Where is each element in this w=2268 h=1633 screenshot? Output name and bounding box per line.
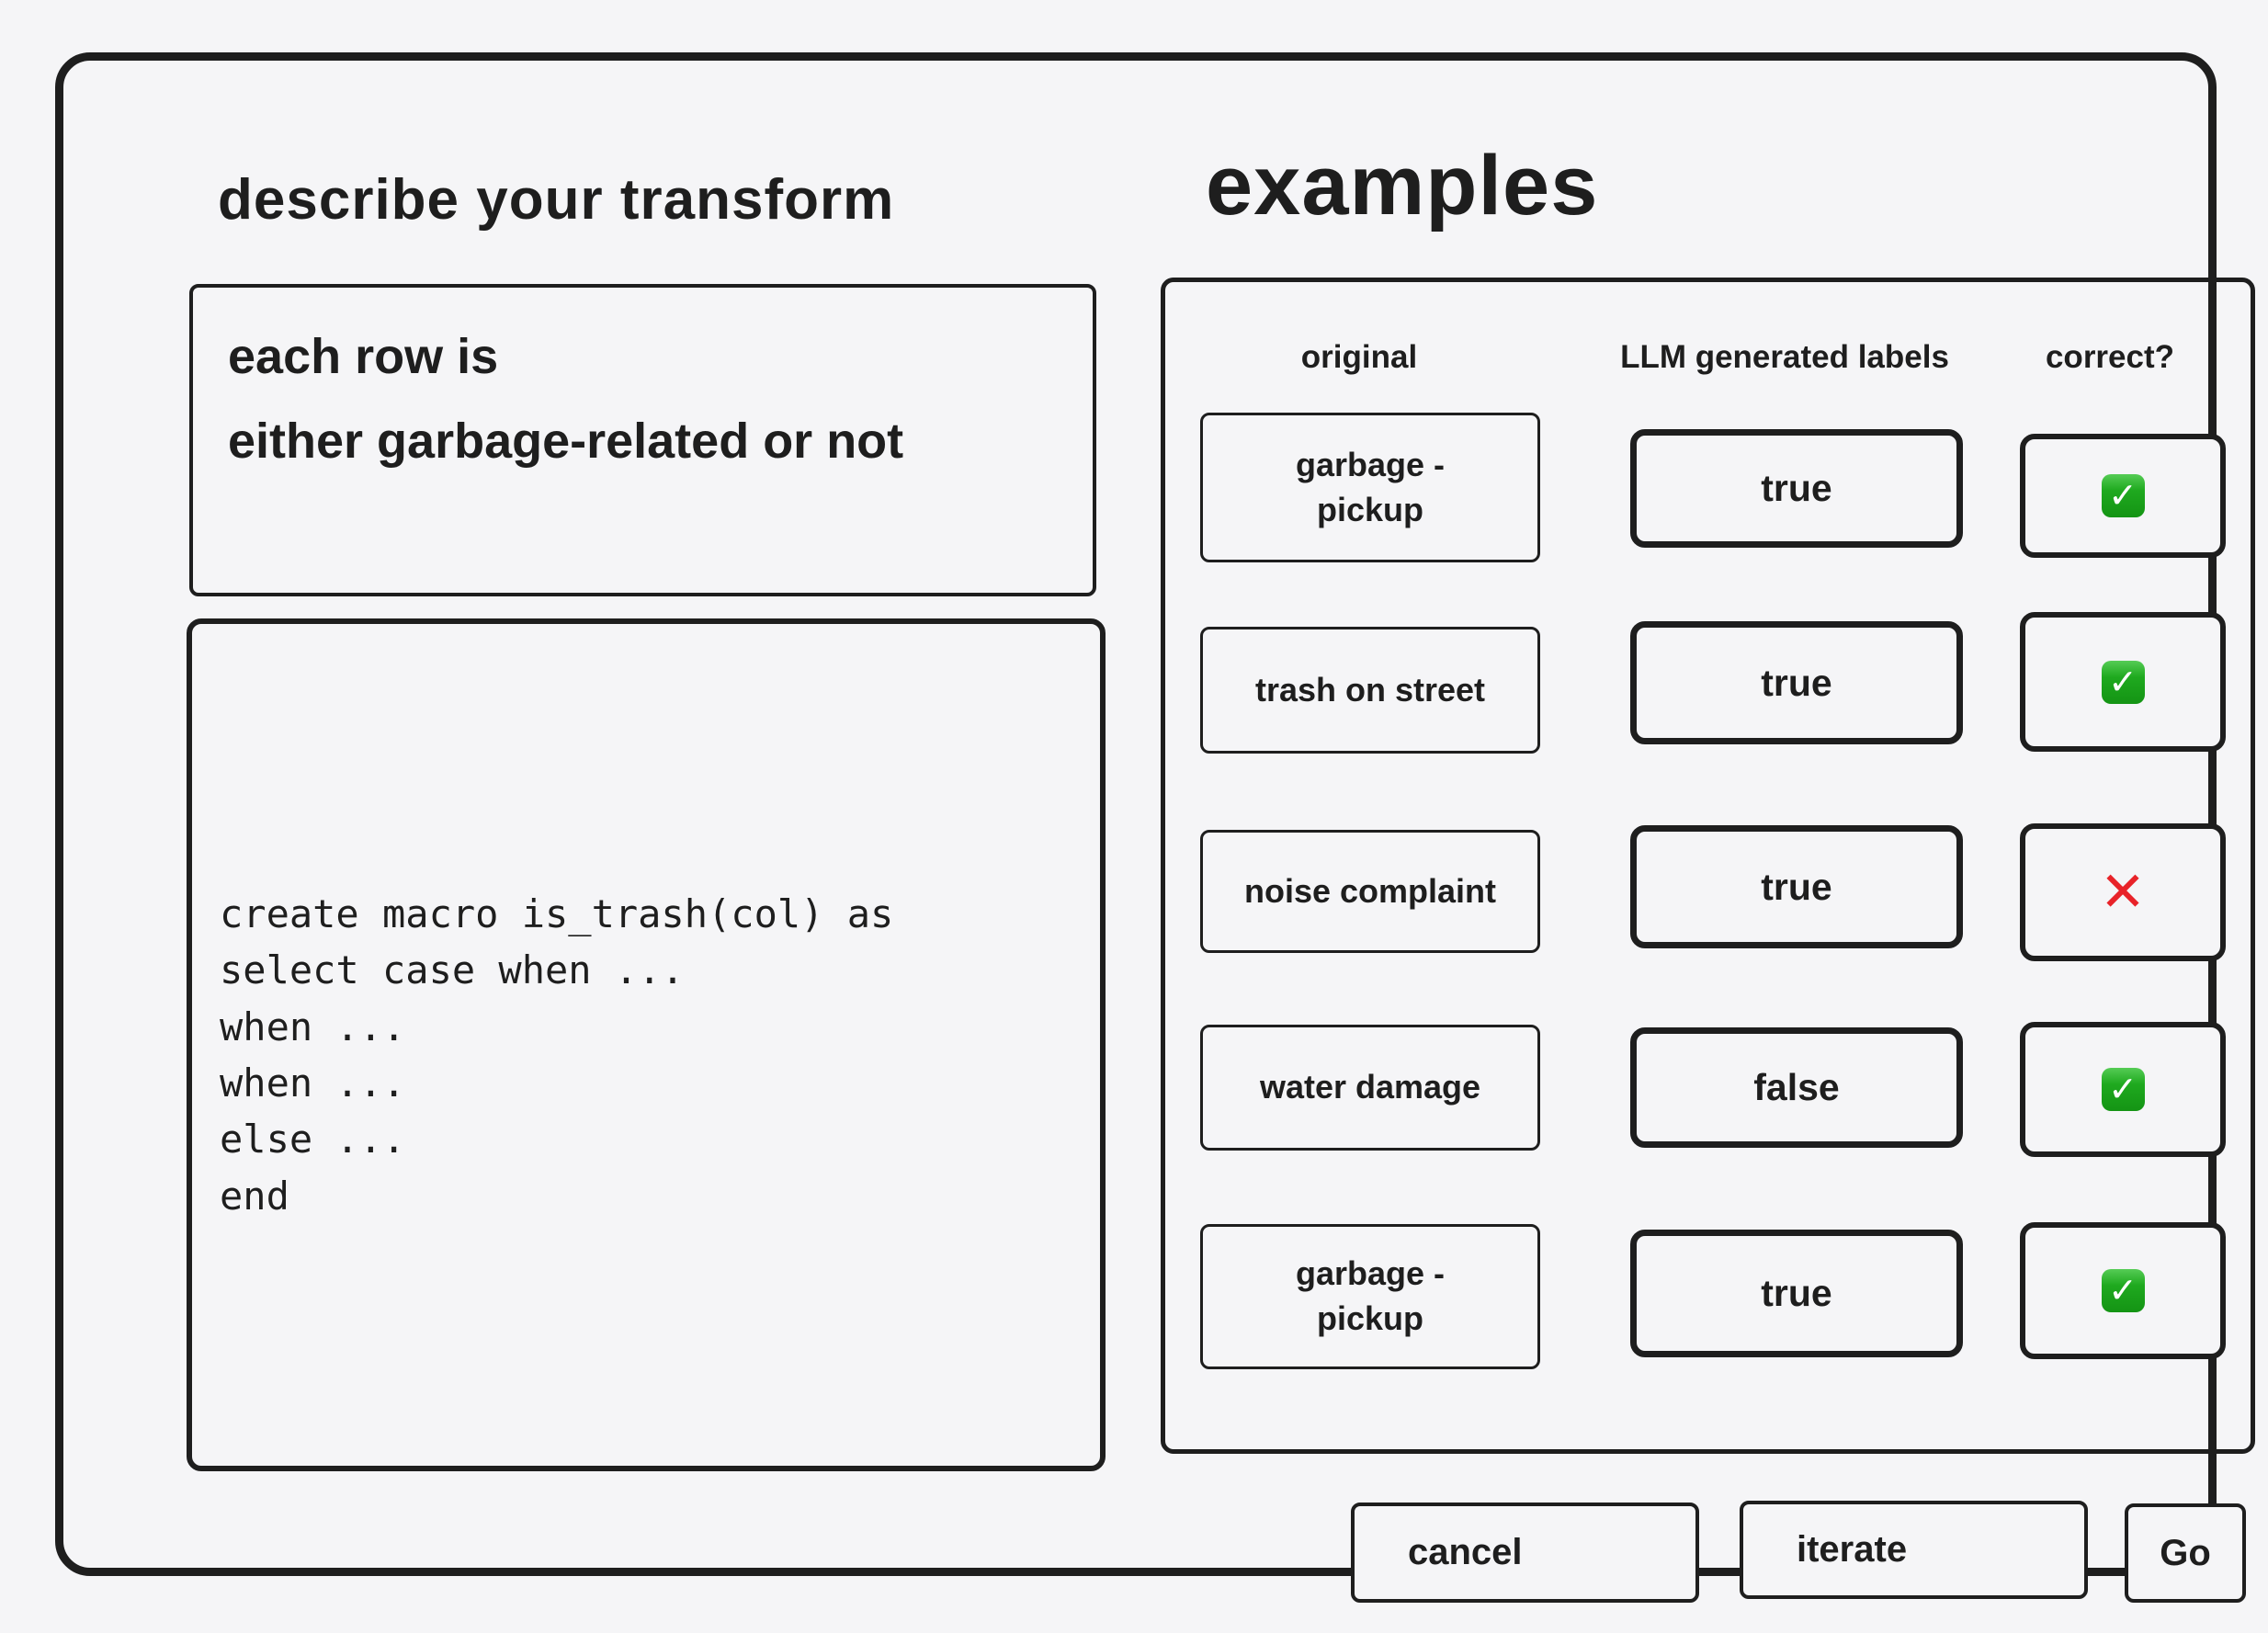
transform-heading: describe your transform bbox=[218, 168, 895, 232]
iterate-button[interactable]: iterate bbox=[1740, 1501, 2088, 1599]
correct-toggle[interactable]: ✓ bbox=[2020, 1222, 2226, 1359]
column-header-original: original bbox=[1300, 339, 1418, 375]
original-value: trash on street bbox=[1200, 627, 1540, 754]
cancel-button[interactable]: cancel bbox=[1351, 1503, 1699, 1603]
cross-icon: ✕ bbox=[2099, 861, 2147, 923]
macro-code-editor[interactable]: create macro is_trash(col) as select cas… bbox=[187, 618, 1106, 1471]
llm-label-value: true bbox=[1630, 825, 1963, 948]
column-header-correct: correct? bbox=[2045, 339, 2175, 375]
correct-toggle[interactable]: ✓ bbox=[2020, 1022, 2226, 1157]
original-value: water damage bbox=[1200, 1025, 1540, 1151]
examples-panel: original LLM generated labels correct? g… bbox=[1161, 278, 2255, 1454]
llm-label-value: true bbox=[1630, 429, 1963, 548]
check-icon: ✓ bbox=[2101, 660, 2145, 704]
check-icon: ✓ bbox=[2101, 1068, 2145, 1111]
transform-description-input[interactable]: each row is either garbage-related or no… bbox=[189, 284, 1096, 596]
original-value: garbage - pickup bbox=[1200, 413, 1540, 562]
app-window-frame: describe your transform each row is eith… bbox=[55, 52, 2255, 1603]
original-value: garbage - pickup bbox=[1200, 1224, 1540, 1369]
correct-toggle[interactable]: ✕ bbox=[2020, 823, 2226, 961]
llm-label-value: false bbox=[1630, 1027, 1963, 1148]
go-button[interactable]: Go bbox=[2125, 1503, 2246, 1603]
correct-toggle[interactable]: ✓ bbox=[2020, 434, 2226, 558]
llm-label-value: true bbox=[1630, 1230, 1963, 1357]
column-header-llm-labels: LLM generated labels bbox=[1620, 339, 1949, 375]
check-icon: ✓ bbox=[2101, 1269, 2145, 1312]
examples-heading: examples bbox=[1206, 139, 1599, 232]
llm-label-value: true bbox=[1630, 621, 1963, 744]
check-icon: ✓ bbox=[2101, 474, 2145, 517]
correct-toggle[interactable]: ✓ bbox=[2020, 612, 2226, 752]
original-value: noise complaint bbox=[1200, 830, 1540, 953]
